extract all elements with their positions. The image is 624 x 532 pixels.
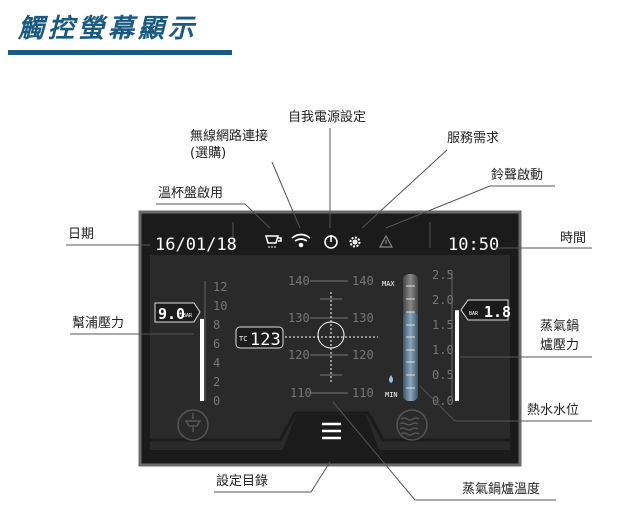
boiler-scale-label: 2.0 [432,293,454,307]
tank-min-label: MIN [385,391,398,399]
tank-ticks [406,285,415,389]
panel-contour [150,411,510,442]
temp-label: 140 [352,274,374,288]
temp-badge [235,326,284,349]
callout-pump-pressure: 幫浦壓力 [72,316,125,331]
menu-tab [282,415,380,452]
boiler-unit: BAR [469,311,479,317]
temp-label: 120 [288,348,310,362]
crosshair [285,292,378,382]
power-icon[interactable] [324,235,338,249]
pump-badge [154,302,201,323]
callout-boiler-pressure: 蒸氣鍋 [540,319,580,334]
boiler-scale-label: 0.5 [432,368,454,382]
time-display: 10:50 [448,235,499,255]
temperature-scale [310,280,348,394]
callout-settings-menu: 設定目錄 [216,474,269,489]
callout-service: 服務需求 [447,131,500,146]
callout-bell: 鈴聲啟動 [491,168,544,183]
boiler-scale-label: 2.5 [432,268,454,282]
page-title: 觸控螢幕顯示 [18,14,199,44]
tank-max-label: MAX [382,280,395,288]
temp-label: 110 [290,386,312,400]
boiler-scale-label: 1.0 [432,343,454,357]
hot-water-icon[interactable] [396,409,428,441]
pump-scale: 12 10 8 6 4 2 0 [204,280,227,408]
pump-scale-label: 4 [213,356,220,370]
pump-pressure-bar [200,318,204,401]
callout-time: 時間 [560,231,587,246]
temp-label: 130 [352,311,374,325]
pump-scale-label: 8 [213,318,220,332]
callout-cup-warmer: 溫杯盤啟用 [158,186,224,201]
temp-label: 130 [288,311,310,325]
pump-unit: BAR [183,313,193,319]
temp-prefix: TC [239,335,247,343]
pump-scale-label: 2 [213,375,220,389]
boiler-value: 1.8 [484,303,511,321]
pump-value: 9.0 [158,305,185,323]
boiler-pressure-bar [455,310,459,401]
callout-wifi: 無線網路連接 [190,129,269,144]
boiler-scale-label: 1.5 [432,318,454,332]
steam-wand-icon[interactable] [177,409,209,441]
cup-warmer-icon[interactable] [265,235,282,248]
temp-label: 140 [288,274,310,288]
callout-wifi-optional: (選購) [190,146,227,161]
gear-icon[interactable] [349,236,361,248]
callout-power: 自我電源設定 [288,110,367,125]
gauge-panel [150,255,510,450]
water-drop-icon [389,375,393,383]
boiler-scale-label: 0.0 [432,394,454,408]
pump-scale-label: 10 [213,299,227,313]
warning-icon[interactable] [378,234,394,248]
date-display: 16/01/18 [155,235,237,255]
leader-lines [66,128,592,501]
temp-label: 120 [352,348,374,362]
pump-scale-label: 0 [213,394,220,408]
pump-scale-label: 6 [213,337,220,351]
water-level-fill [403,312,418,401]
wifi-icon[interactable] [291,233,311,248]
temp-label: 110 [352,386,374,400]
callout-date: 日期 [68,227,95,242]
callout-water-level: 熱水水位 [527,403,580,418]
pump-scale-label: 12 [213,280,227,294]
callout-boiler-pressure-2: 爐壓力 [540,338,580,353]
callout-boiler-temp: 蒸氣鍋爐溫度 [462,482,541,497]
menu-icon[interactable] [322,422,341,440]
temp-value: 123 [250,330,281,350]
title-underline [8,50,232,55]
boiler-badge [460,299,509,321]
